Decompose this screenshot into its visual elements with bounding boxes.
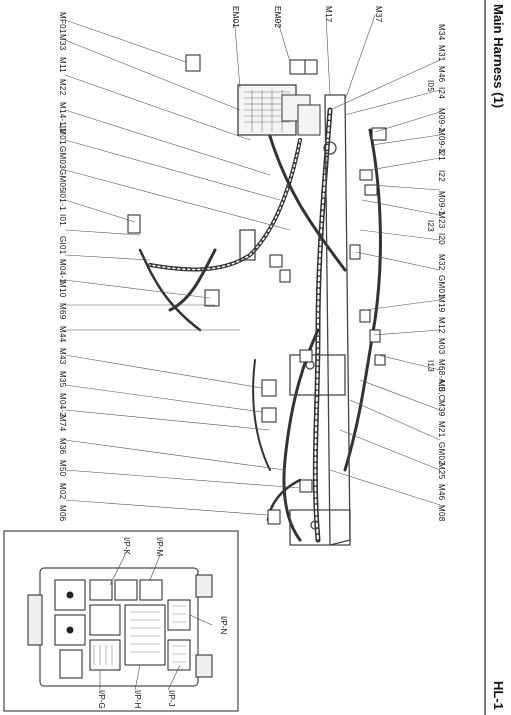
connector-label: M22 xyxy=(58,79,67,96)
connector-label: M21 xyxy=(437,421,446,438)
connector-label: M33 xyxy=(58,34,67,51)
connector-label: M32 xyxy=(437,254,446,271)
connector-label: M43 xyxy=(58,348,67,365)
connector-label: M08 xyxy=(437,505,446,522)
connectors xyxy=(127,54,387,525)
inset-connector-label: I/P-K xyxy=(122,537,131,555)
connector-label: GM02 xyxy=(437,442,446,466)
connector-label: I23 xyxy=(426,220,435,233)
connector-label: M44 xyxy=(58,325,67,343)
connector-label: GI01 xyxy=(58,236,67,255)
harness-trunk xyxy=(138,88,382,543)
connector-label: GM03 xyxy=(58,146,67,170)
connector-label: MF01 xyxy=(58,12,67,34)
connector-label: M03 xyxy=(437,337,446,355)
connector-label: M10 xyxy=(58,280,67,298)
connector-label: M5 xyxy=(437,379,446,392)
connector-label: M39 xyxy=(437,400,446,417)
connector-label: M25 xyxy=(437,463,446,480)
junction-block xyxy=(237,84,321,136)
connector-label: I22 xyxy=(437,170,446,183)
connector-label-top-item: M17 xyxy=(324,6,333,23)
connector-label: I21 xyxy=(437,149,446,162)
connector-label: GM05 xyxy=(58,168,67,192)
connector-label: M04-2 xyxy=(58,392,67,418)
connector-label-top-item: EM01 xyxy=(231,6,240,29)
connector-label: M34 xyxy=(437,24,446,41)
inset-connector-label: I/P-G xyxy=(97,690,106,709)
connector-label: M50 xyxy=(58,460,67,477)
connector-label: M06 xyxy=(58,505,67,522)
connector-label: M04-1 xyxy=(58,258,67,283)
connector-label: M02 xyxy=(58,482,67,500)
connector-label: M46 xyxy=(437,65,446,83)
page-title: Main Harness (1) xyxy=(491,4,506,109)
connector-label: JM01 xyxy=(58,124,67,145)
connector-label: M11 xyxy=(58,56,67,73)
connector-label: I05 xyxy=(426,80,435,93)
inset-connector-label: I/P-H xyxy=(133,690,142,709)
connector-label: M31 xyxy=(437,44,446,62)
connector-label: M46 xyxy=(437,484,446,501)
connector-label: M74 xyxy=(58,415,67,432)
fuse-box-drawing xyxy=(27,567,213,687)
connector-label: M36 xyxy=(58,437,67,455)
inset-leaders xyxy=(99,554,213,691)
inset-connector-label: I/P-J xyxy=(167,690,176,707)
page-code: HL-1 xyxy=(491,681,506,710)
connector-label: M23 xyxy=(437,212,446,229)
inset-connector-label: I/P-M xyxy=(155,537,164,557)
connector-label: GM01 xyxy=(437,274,446,298)
connector-label: M69 xyxy=(58,303,67,320)
connector-label: I20 xyxy=(437,233,446,246)
leader-lines xyxy=(64,14,441,516)
connector-label: I24 xyxy=(437,86,446,99)
connector-label: I01 xyxy=(58,213,67,226)
connector-label: M19 xyxy=(437,295,446,313)
connector-label: I13 xyxy=(426,360,435,373)
fuse-box-inset xyxy=(3,530,239,712)
connector-label: I01-1 xyxy=(58,191,67,211)
connector-label: M35 xyxy=(58,370,67,387)
inset-connector-label: I/P-N xyxy=(219,616,228,635)
cross-member xyxy=(239,94,351,546)
connector-label-top-item: EM02 xyxy=(273,6,282,29)
connector-label-top-item: M37 xyxy=(374,6,383,23)
connector-label: M12 xyxy=(437,316,446,334)
